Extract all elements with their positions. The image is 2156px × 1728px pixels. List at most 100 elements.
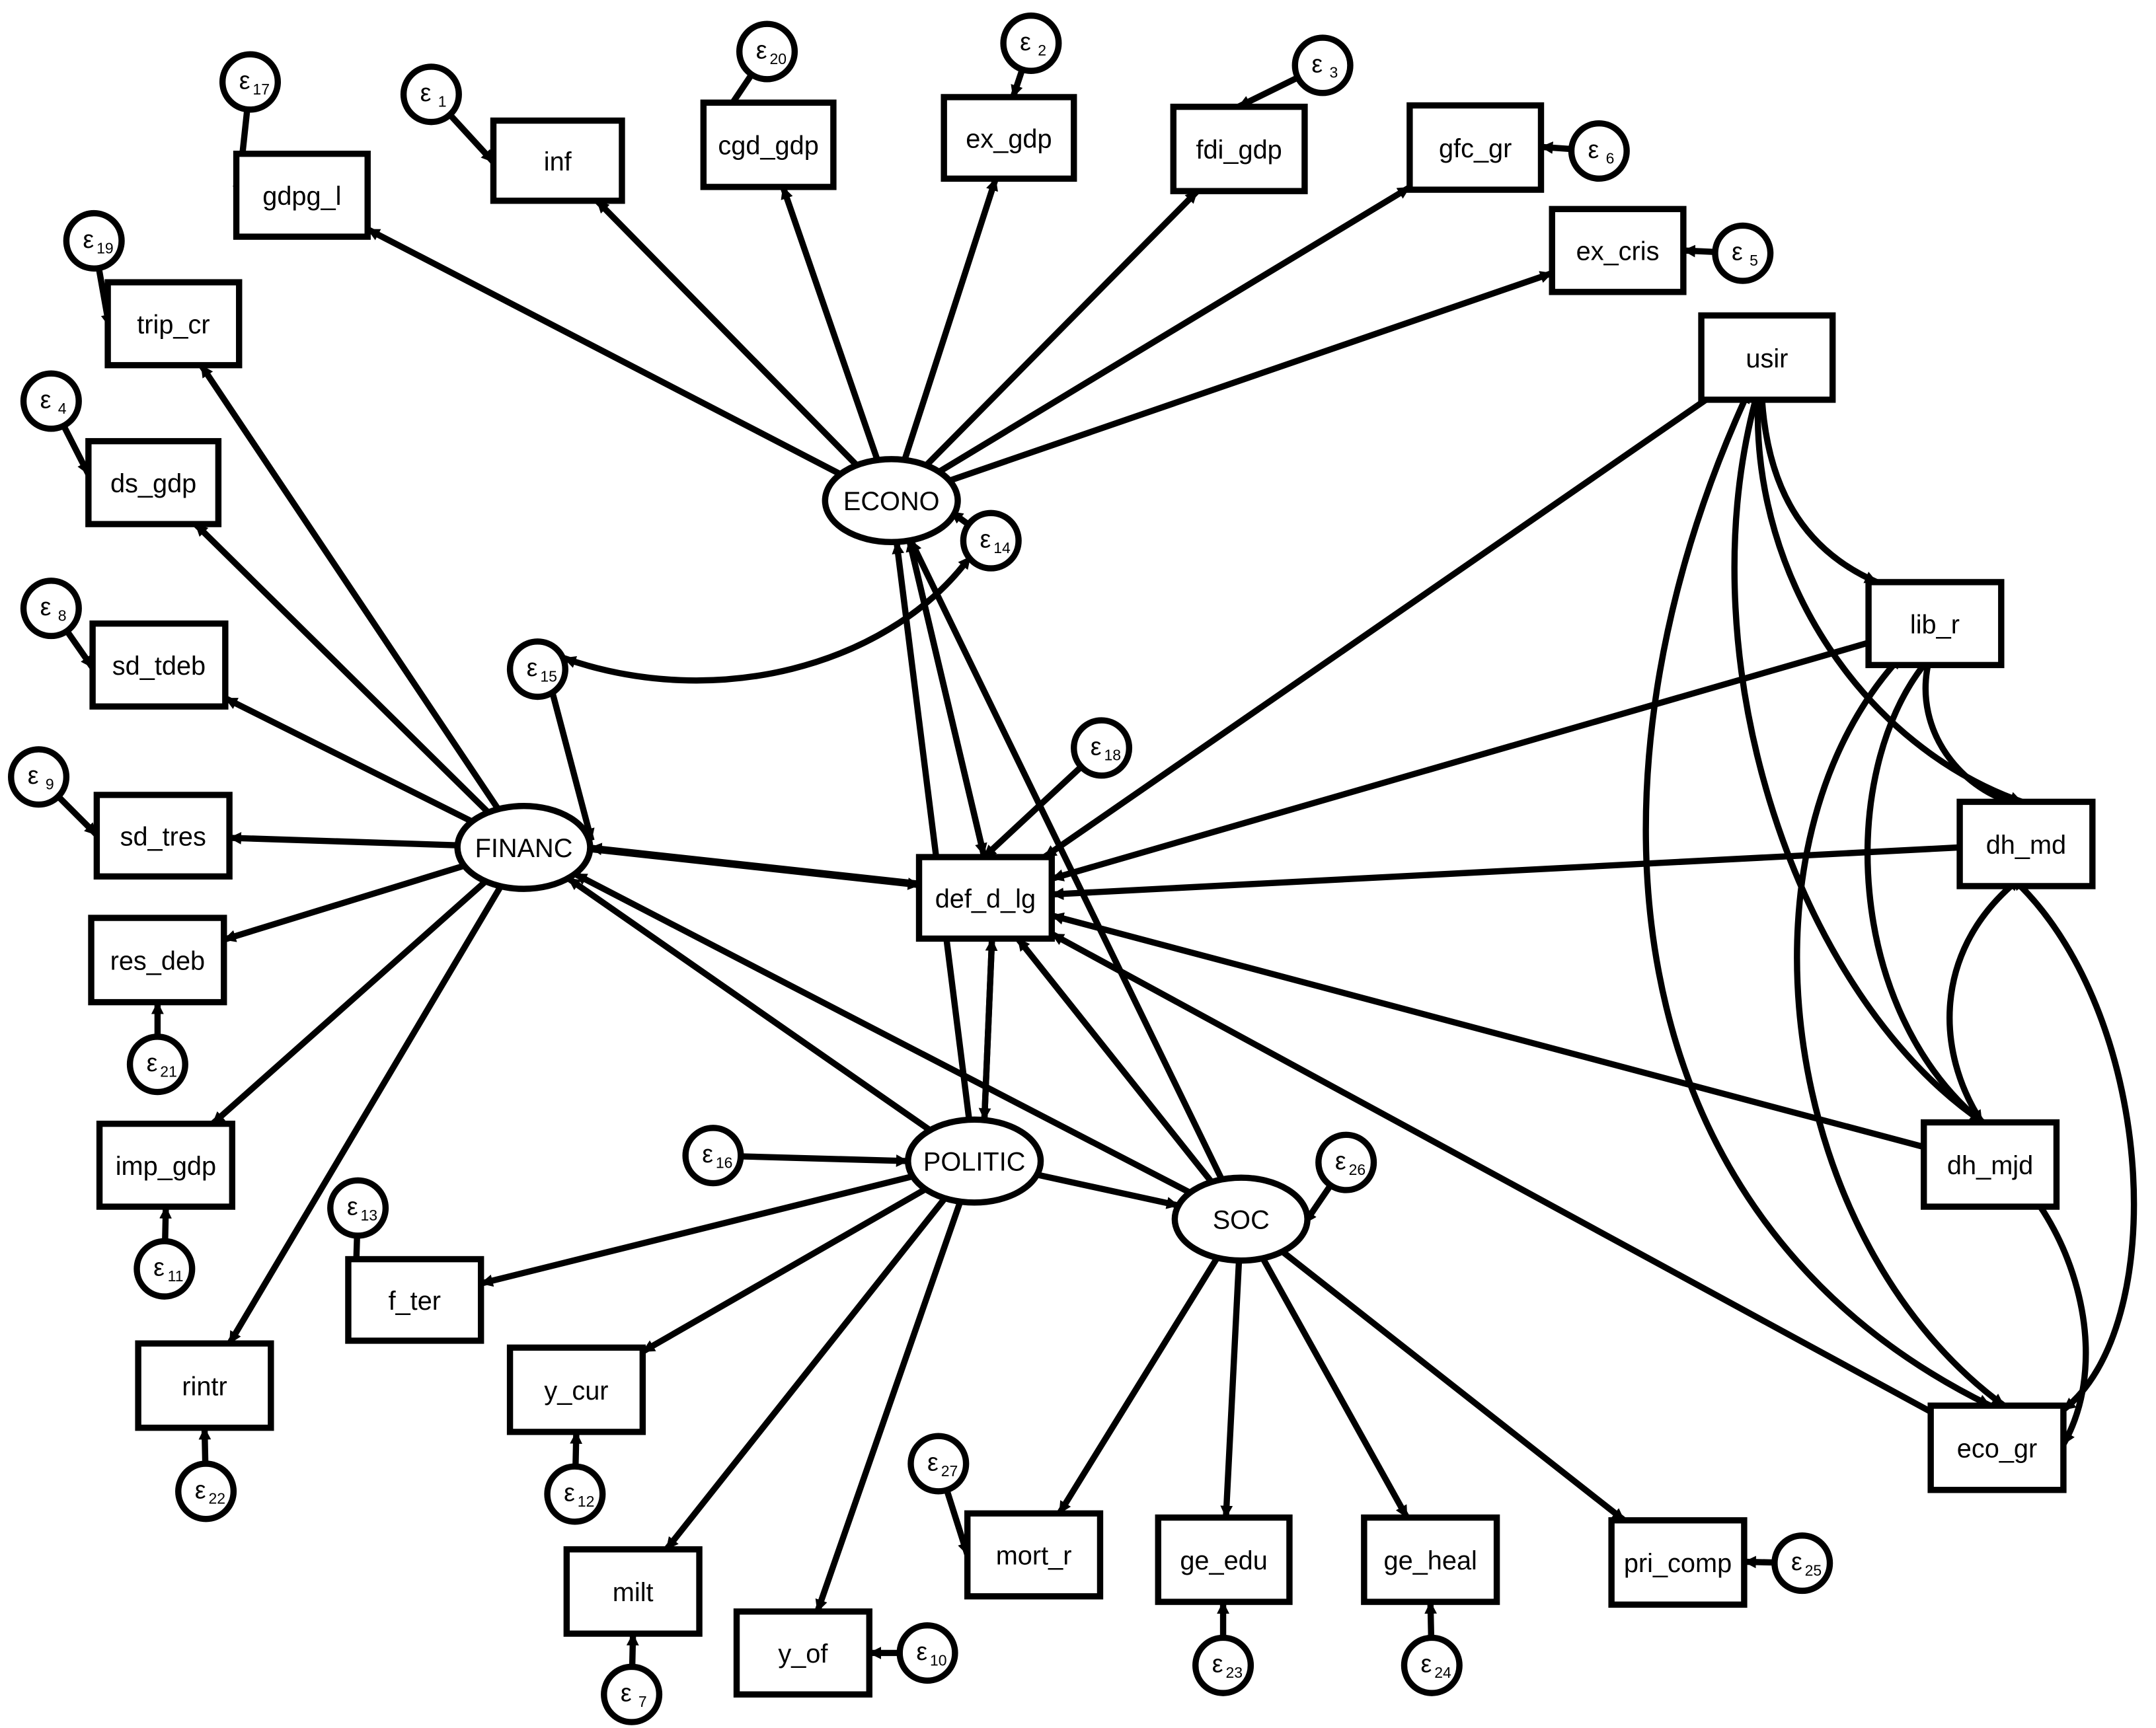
variable-box xyxy=(1361,1514,1500,1605)
observed-variable-excris: ex_cris xyxy=(1549,206,1687,295)
error-path-e1 xyxy=(447,112,496,165)
error-symbol: ε xyxy=(756,36,767,63)
variable-box xyxy=(233,151,371,240)
path-soc-to-geheal xyxy=(1260,1256,1410,1519)
variable-box xyxy=(1865,579,2005,669)
variable-label: milt xyxy=(613,1578,654,1607)
error-subscript: 4 xyxy=(58,400,67,417)
variable-label: y_of xyxy=(778,1639,828,1669)
error-subscript: 26 xyxy=(1349,1161,1366,1178)
latent-ellipse xyxy=(822,456,961,545)
error-circle xyxy=(601,1663,663,1725)
variable-label: ge_heal xyxy=(1384,1546,1477,1575)
error-path-e18 xyxy=(982,764,1084,860)
latent-variable-econo: ECONO xyxy=(822,456,961,545)
error-path-e4 xyxy=(61,424,92,476)
covariance-libr-dhmjd xyxy=(1865,656,1984,1125)
error-subscript: 6 xyxy=(1606,149,1615,167)
error-symbol: ε xyxy=(420,79,432,106)
variable-box xyxy=(1608,1517,1748,1608)
error-path-e8 xyxy=(64,629,95,670)
latent-ellipse xyxy=(454,802,594,892)
variable-label: dh_md xyxy=(1986,831,2066,860)
error-subscript: 5 xyxy=(1750,252,1758,269)
path-econo-to-cgd xyxy=(780,186,880,461)
variable-label: sd_tres xyxy=(120,822,206,851)
error-symbol: ε xyxy=(1791,1548,1802,1575)
observed-variable-yof: y_of xyxy=(733,1608,872,1698)
observed-variable-exgdp: ex_gdp xyxy=(941,94,1077,182)
error-symbol: ε xyxy=(239,66,250,94)
error-subscript: 21 xyxy=(160,1063,177,1080)
variable-box xyxy=(93,792,233,880)
observed-variable-mortr: mort_r xyxy=(964,1510,1104,1600)
path-soc-to-def xyxy=(1015,936,1214,1184)
variable-label: cgd_gdp xyxy=(718,131,818,161)
observed-variable-resdeb: res_deb xyxy=(88,915,227,1006)
covariance-dhmd-ecogr xyxy=(2012,878,2137,1413)
covariance-dhmd-dhmjd xyxy=(1946,878,2020,1125)
error-circle xyxy=(1000,12,1062,74)
error-subscript: 19 xyxy=(96,239,114,256)
error-path-e22 xyxy=(198,1427,212,1464)
variable-label: res_deb xyxy=(110,946,206,975)
path-politic-to-yof xyxy=(814,1200,964,1613)
path-politic-to-fter xyxy=(480,1173,914,1287)
covariance-e14-e15 xyxy=(562,556,971,684)
variable-label: fdi_gdp xyxy=(1196,135,1282,165)
error-circle xyxy=(736,20,798,83)
path-soc-to-pricomp xyxy=(1280,1249,1627,1523)
variable-box xyxy=(1956,798,2096,889)
path-econo-to-gdpg xyxy=(366,226,842,477)
error-path-e16 xyxy=(740,1153,909,1167)
variable-label: gdpg_l xyxy=(262,182,341,211)
observed-variable-pricomp: pri_comp xyxy=(1608,1517,1748,1608)
error-circle xyxy=(682,1125,744,1187)
error-circle xyxy=(1071,717,1133,779)
observed-variable-cgd: cgd_gdp xyxy=(700,99,837,190)
error-circle xyxy=(126,1033,188,1096)
observed-variable-ycur: y_cur xyxy=(506,1344,646,1435)
error-circle xyxy=(1315,1131,1377,1193)
error-circle xyxy=(1291,34,1354,96)
variable-box xyxy=(506,1344,646,1435)
path-econo-to-exgdp xyxy=(902,177,999,461)
observed-variable-milt: milt xyxy=(563,1546,703,1637)
error-symbol: ε xyxy=(527,654,538,681)
error-circle xyxy=(219,51,282,113)
variable-box xyxy=(1927,1402,2067,1493)
path-dhmd-to-def xyxy=(1051,844,1960,901)
error-subscript: 16 xyxy=(716,1154,733,1172)
error-symbol: ε xyxy=(40,385,52,413)
variable-label: lib_r xyxy=(1910,610,1960,639)
error-circle xyxy=(907,1433,970,1495)
error-path-e6 xyxy=(1540,141,1572,154)
path-econo-to-excris xyxy=(948,270,1553,484)
path-econo-to-inf xyxy=(594,198,859,468)
error-path-e2 xyxy=(1010,68,1026,98)
path-soc-to-mortr xyxy=(1056,1256,1220,1515)
variable-box xyxy=(1170,103,1308,194)
observed-variable-fter: f_ter xyxy=(345,1256,484,1344)
variable-label: dh_mjd xyxy=(1947,1151,2033,1180)
path-politic-to-milt xyxy=(664,1196,948,1552)
variable-label: rintr xyxy=(182,1372,227,1401)
error-symbol: ε xyxy=(347,1193,358,1221)
variable-label: y_cur xyxy=(544,1376,608,1406)
variable-box xyxy=(941,94,1077,182)
variable-label: def_d_lg xyxy=(935,884,1036,913)
path-financ-to-sdtres xyxy=(229,832,458,848)
path-politic-to-financ xyxy=(566,876,932,1133)
